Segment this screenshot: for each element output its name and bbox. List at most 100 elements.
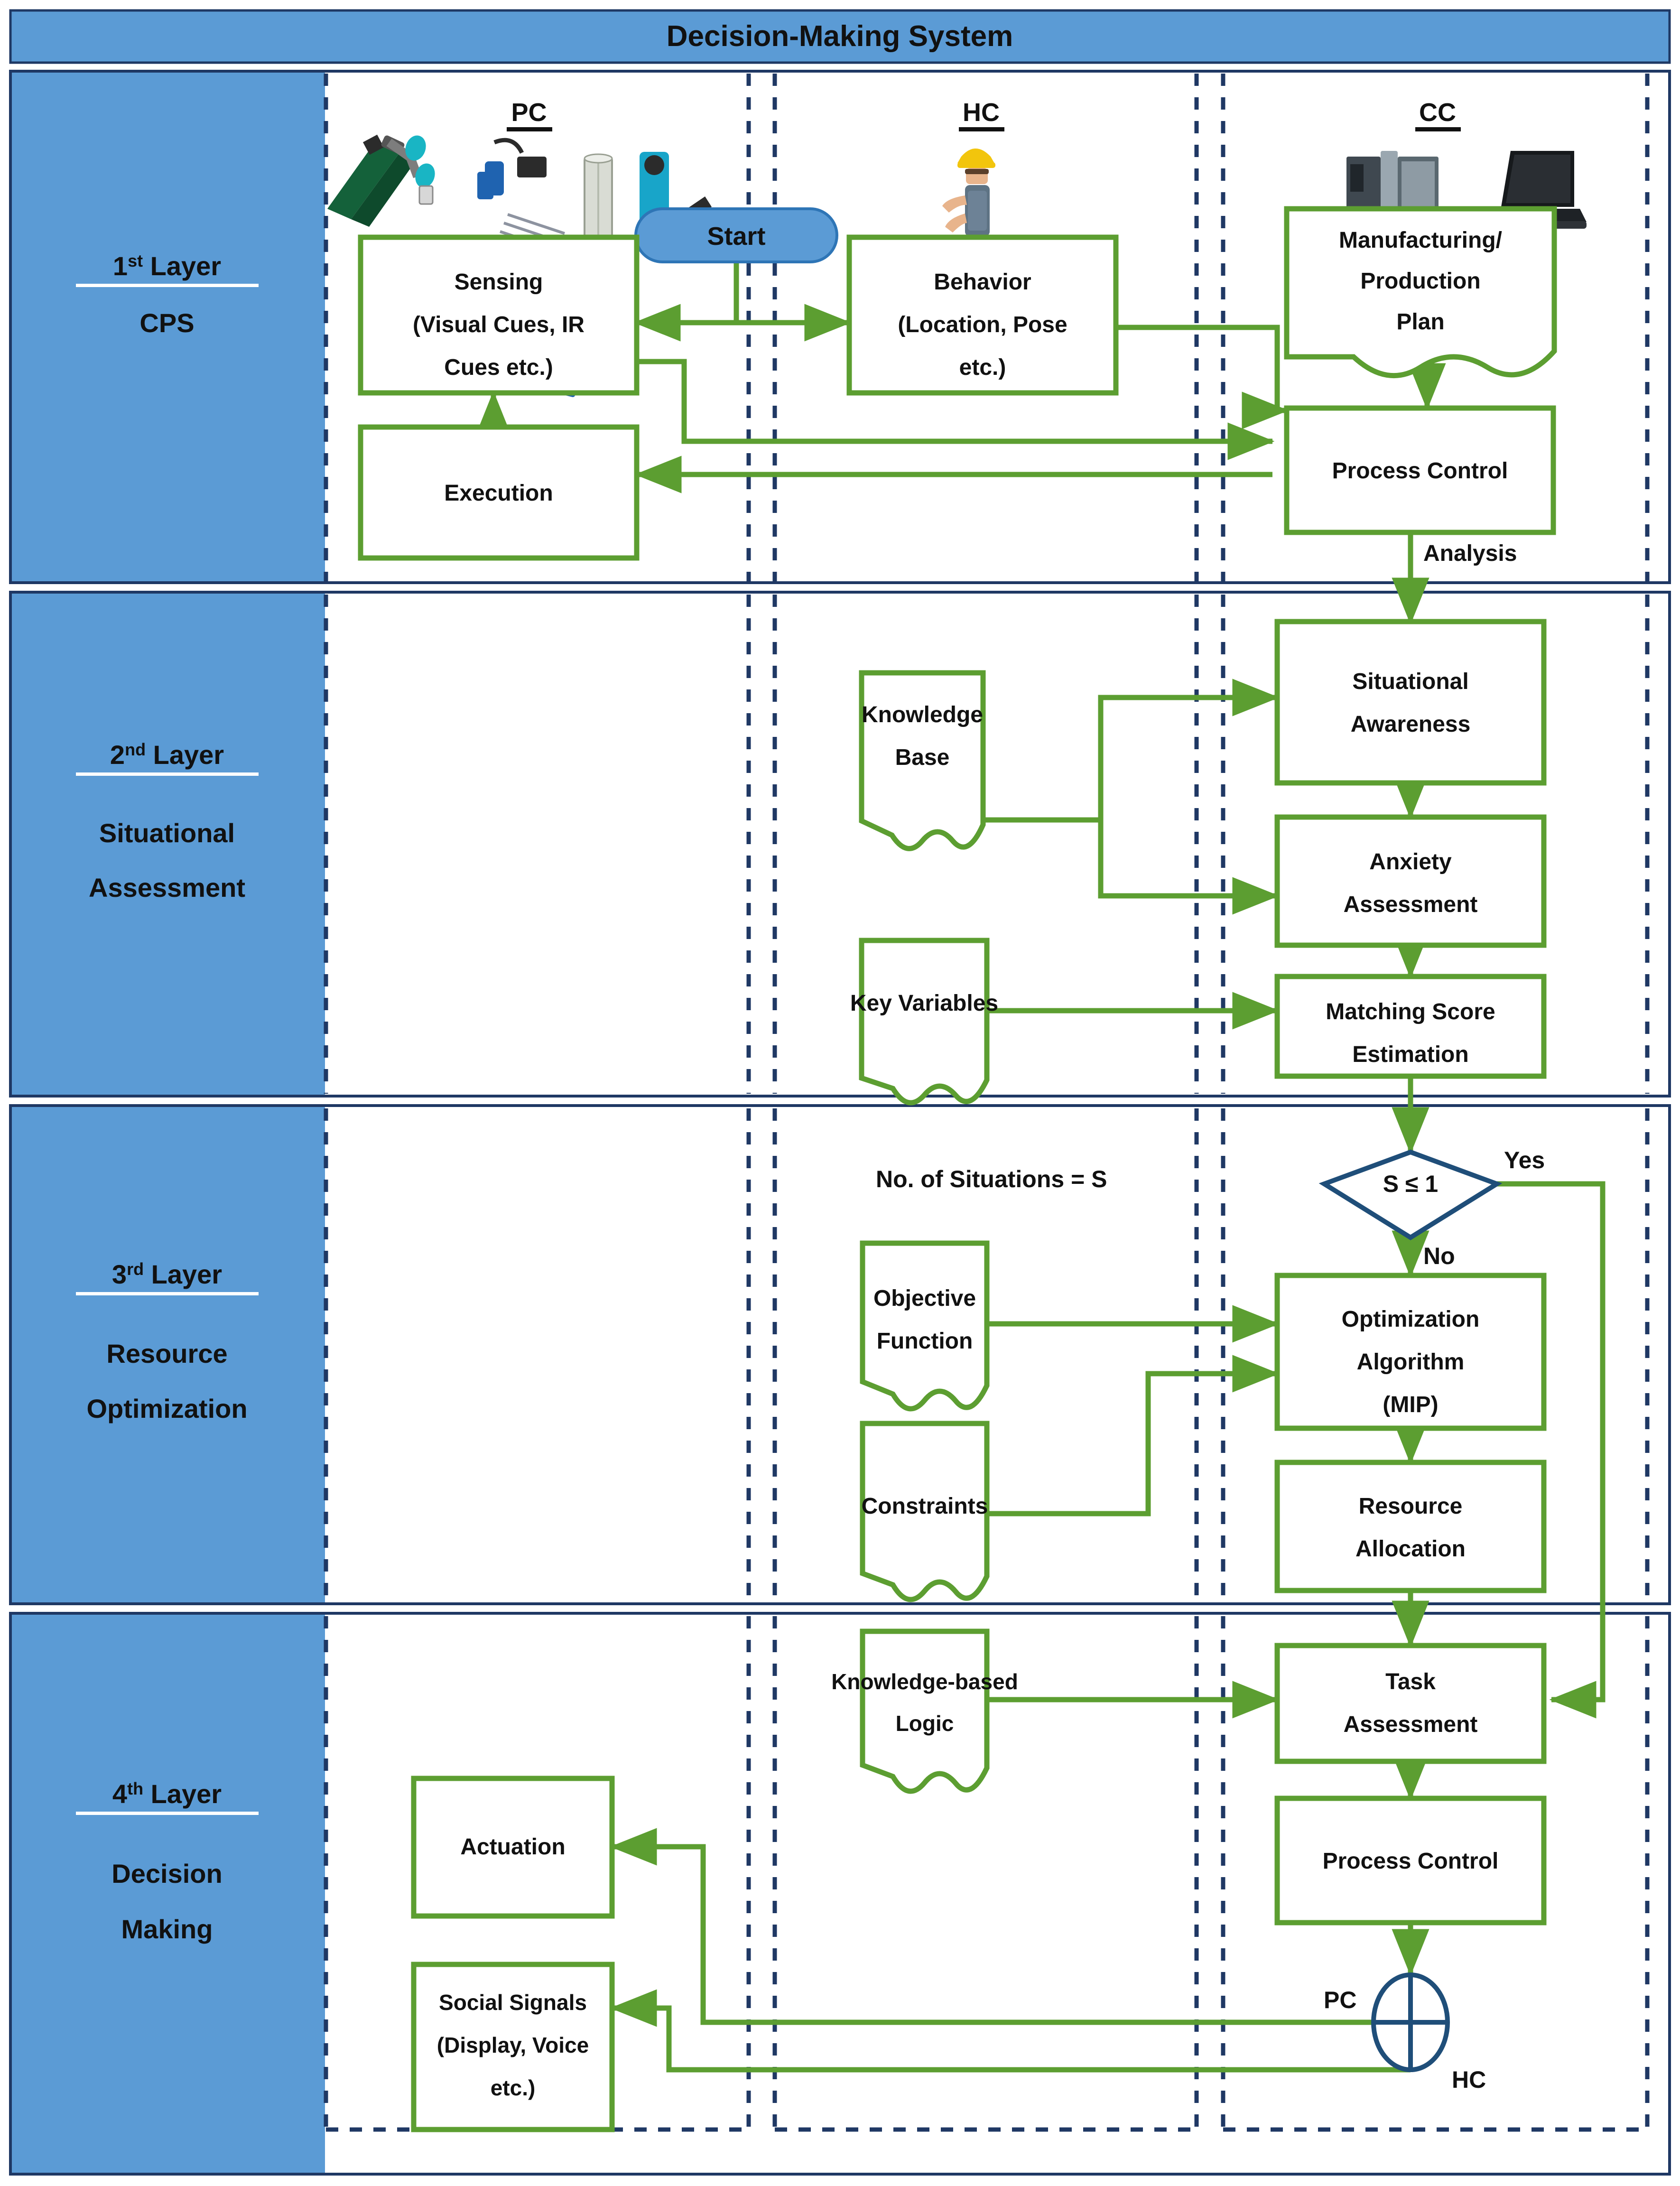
layer-4-name-line-1: Making xyxy=(121,1914,213,1944)
node-decision-s[interactable]: S ≤ 1 xyxy=(1318,1149,1503,1240)
node-anxiety-line-1: Assessment xyxy=(1344,892,1478,917)
node-anxiety-line-0: Anxiety xyxy=(1369,849,1452,874)
node-key-variables-line-0: Key Variables xyxy=(850,991,998,1016)
node-task-line-0: Task xyxy=(1385,1669,1436,1694)
node-matching-line-0: Matching Score xyxy=(1326,999,1495,1024)
layer-2-name-line-0: Situational xyxy=(99,818,235,848)
node-splitter[interactable] xyxy=(1371,1972,1450,2072)
node-sensing-line-0: Sensing xyxy=(455,270,543,295)
layer-3-ordinal: 3rd Layer xyxy=(112,1259,222,1289)
node-objective-line-1: Function xyxy=(877,1329,973,1354)
node-resource-line-0: Resource xyxy=(1359,1494,1463,1519)
annotation-yes: Yes xyxy=(1504,1147,1545,1173)
node-sensing-line-2: Cues etc.) xyxy=(444,355,553,380)
node-behavior[interactable]: Behavior (Location, Pose etc.) xyxy=(846,234,1119,396)
node-sa-line-1: Awareness xyxy=(1351,712,1471,737)
node-kb-logic[interactable]: Knowledge-based Logic xyxy=(831,1628,1018,1794)
node-optimization-line-2: (MIP) xyxy=(1383,1392,1438,1417)
annotation-hc-branch: HC xyxy=(1452,2066,1486,2093)
node-key-variables[interactable]: Key Variables xyxy=(850,938,998,1106)
layer-band-1: 1st Layer CPS xyxy=(9,70,1671,584)
page-title: Decision-Making System xyxy=(667,20,1013,53)
layer-band-2: 2nd Layer Situational Assessment xyxy=(9,591,1671,1098)
layer-4-name-line-0: Decision xyxy=(111,1859,222,1888)
layer-band-4: 4th Layer Decision Making xyxy=(9,1612,1671,2176)
node-knowledge-base-line-0: Knowledge xyxy=(862,702,983,727)
node-matching-line-1: Estimation xyxy=(1352,1042,1468,1067)
node-social-line-1: (Display, Voice xyxy=(437,2033,589,2057)
edge-sensing-process-control xyxy=(636,359,1275,460)
node-mfg-plan-line-1: Production xyxy=(1360,269,1480,294)
node-decision-label: S ≤ 1 xyxy=(1383,1171,1438,1197)
column-label-hc: HC xyxy=(963,98,1000,127)
node-optimization-line-0: Optimization xyxy=(1342,1307,1480,1332)
node-resource-allocation[interactable]: Resource Allocation xyxy=(1274,1460,1547,1593)
node-anxiety-assessment[interactable]: Anxiety Assessment xyxy=(1274,814,1547,948)
node-mfg-plan-line-0: Manufacturing/ xyxy=(1339,228,1502,253)
node-optimization-line-1: Algorithm xyxy=(1357,1349,1465,1375)
node-constraints-line-0: Constraints xyxy=(862,1494,988,1519)
node-process-control-1-line-0: Process Control xyxy=(1332,458,1508,484)
node-knowledge-base[interactable]: Knowledge Base xyxy=(859,670,986,851)
node-optimization-algorithm[interactable]: Optimization Algorithm (MIP) xyxy=(1274,1273,1547,1431)
node-objective-line-0: Objective xyxy=(873,1286,976,1311)
node-execution-line-0: Execution xyxy=(444,481,553,506)
layer-2-ordinal: 2nd Layer xyxy=(110,740,224,770)
header-banner: Decision-Making System xyxy=(9,9,1671,64)
annotation-no-of-situations: No. of Situations = S xyxy=(876,1166,1107,1192)
annotation-analysis: Analysis xyxy=(1423,541,1517,566)
annotation-no: No xyxy=(1423,1243,1455,1269)
layer-1-ordinal: 1st Layer xyxy=(113,251,221,281)
layer4-connectors xyxy=(610,1681,1429,2073)
layer-3-name-line-0: Resource xyxy=(106,1339,227,1368)
layer-4-ordinal: 4th Layer xyxy=(112,1779,222,1809)
annotation-pc-branch: PC xyxy=(1324,1987,1356,2013)
node-start[interactable]: Start xyxy=(634,207,838,263)
node-social-signals[interactable]: Social Signals (Display, Voice etc.) xyxy=(411,1962,615,2132)
node-process-control-1[interactable]: Process Control xyxy=(1284,405,1556,535)
node-sensing-line-1: (Visual Cues, IR xyxy=(413,312,585,337)
conveyor-robot-arm-icon xyxy=(327,134,435,227)
node-constraints[interactable]: Constraints xyxy=(860,1421,990,1602)
layer-1-name-line-0: CPS xyxy=(139,308,194,338)
node-matching-score[interactable]: Matching Score Estimation xyxy=(1274,974,1547,1079)
node-situational-awareness[interactable]: Situational Awareness xyxy=(1274,619,1547,786)
node-objective-function[interactable]: Objective Function xyxy=(860,1240,990,1412)
layer-band-3: 3rd Layer Resource Optimization xyxy=(9,1104,1671,1605)
node-social-line-2: etc.) xyxy=(491,2075,536,2100)
node-task-line-1: Assessment xyxy=(1344,1712,1478,1737)
edge-constraints-optimization xyxy=(986,1355,1280,1516)
node-kblogic-line-0: Knowledge-based xyxy=(831,1669,1018,1694)
node-process-control-2-line-0: Process Control xyxy=(1323,1849,1499,1874)
edge-behavior-process-control xyxy=(1116,325,1289,429)
node-process-control-2[interactable]: Process Control xyxy=(1274,1795,1547,1926)
node-kblogic-line-1: Logic xyxy=(896,1711,954,1736)
node-social-line-0: Social Signals xyxy=(439,1990,587,2015)
node-behavior-line-2: etc.) xyxy=(959,355,1006,380)
edge-splitter-hc-social xyxy=(610,1989,1411,2073)
node-sensing[interactable]: Sensing (Visual Cues, IR Cues etc.) xyxy=(358,234,640,396)
swimlane-dividers xyxy=(324,74,1650,2132)
node-sa-line-0: Situational xyxy=(1352,669,1468,694)
node-manufacturing-plan[interactable]: Manufacturing/ Production Plan xyxy=(1284,206,1557,379)
node-task-assessment[interactable]: Task Assessment xyxy=(1274,1643,1547,1764)
node-mfg-plan-line-2: Plan xyxy=(1396,309,1444,335)
node-actuation[interactable]: Actuation xyxy=(411,1776,615,1919)
node-start-label: Start xyxy=(707,222,765,251)
node-knowledge-base-line-1: Base xyxy=(895,745,950,770)
node-behavior-line-1: (Location, Pose xyxy=(898,312,1067,337)
cylinder-part-icon xyxy=(584,153,613,245)
edge-decision-yes-task-assessment xyxy=(1497,1181,1606,1719)
column-label-cc: CC xyxy=(1419,98,1456,127)
layer-3-name-line-1: Optimization xyxy=(86,1394,247,1423)
layer1-connectors xyxy=(474,251,1446,625)
node-actuation-line-0: Actuation xyxy=(460,1834,565,1860)
node-behavior-line-0: Behavior xyxy=(934,270,1031,295)
node-execution[interactable]: Execution xyxy=(358,424,640,561)
column-label-pc: PC xyxy=(511,98,547,127)
node-resource-line-1: Allocation xyxy=(1355,1536,1466,1562)
edge-kb-situational-awareness xyxy=(1098,679,1280,820)
edge-kb-anxiety-assessment xyxy=(1098,820,1280,915)
